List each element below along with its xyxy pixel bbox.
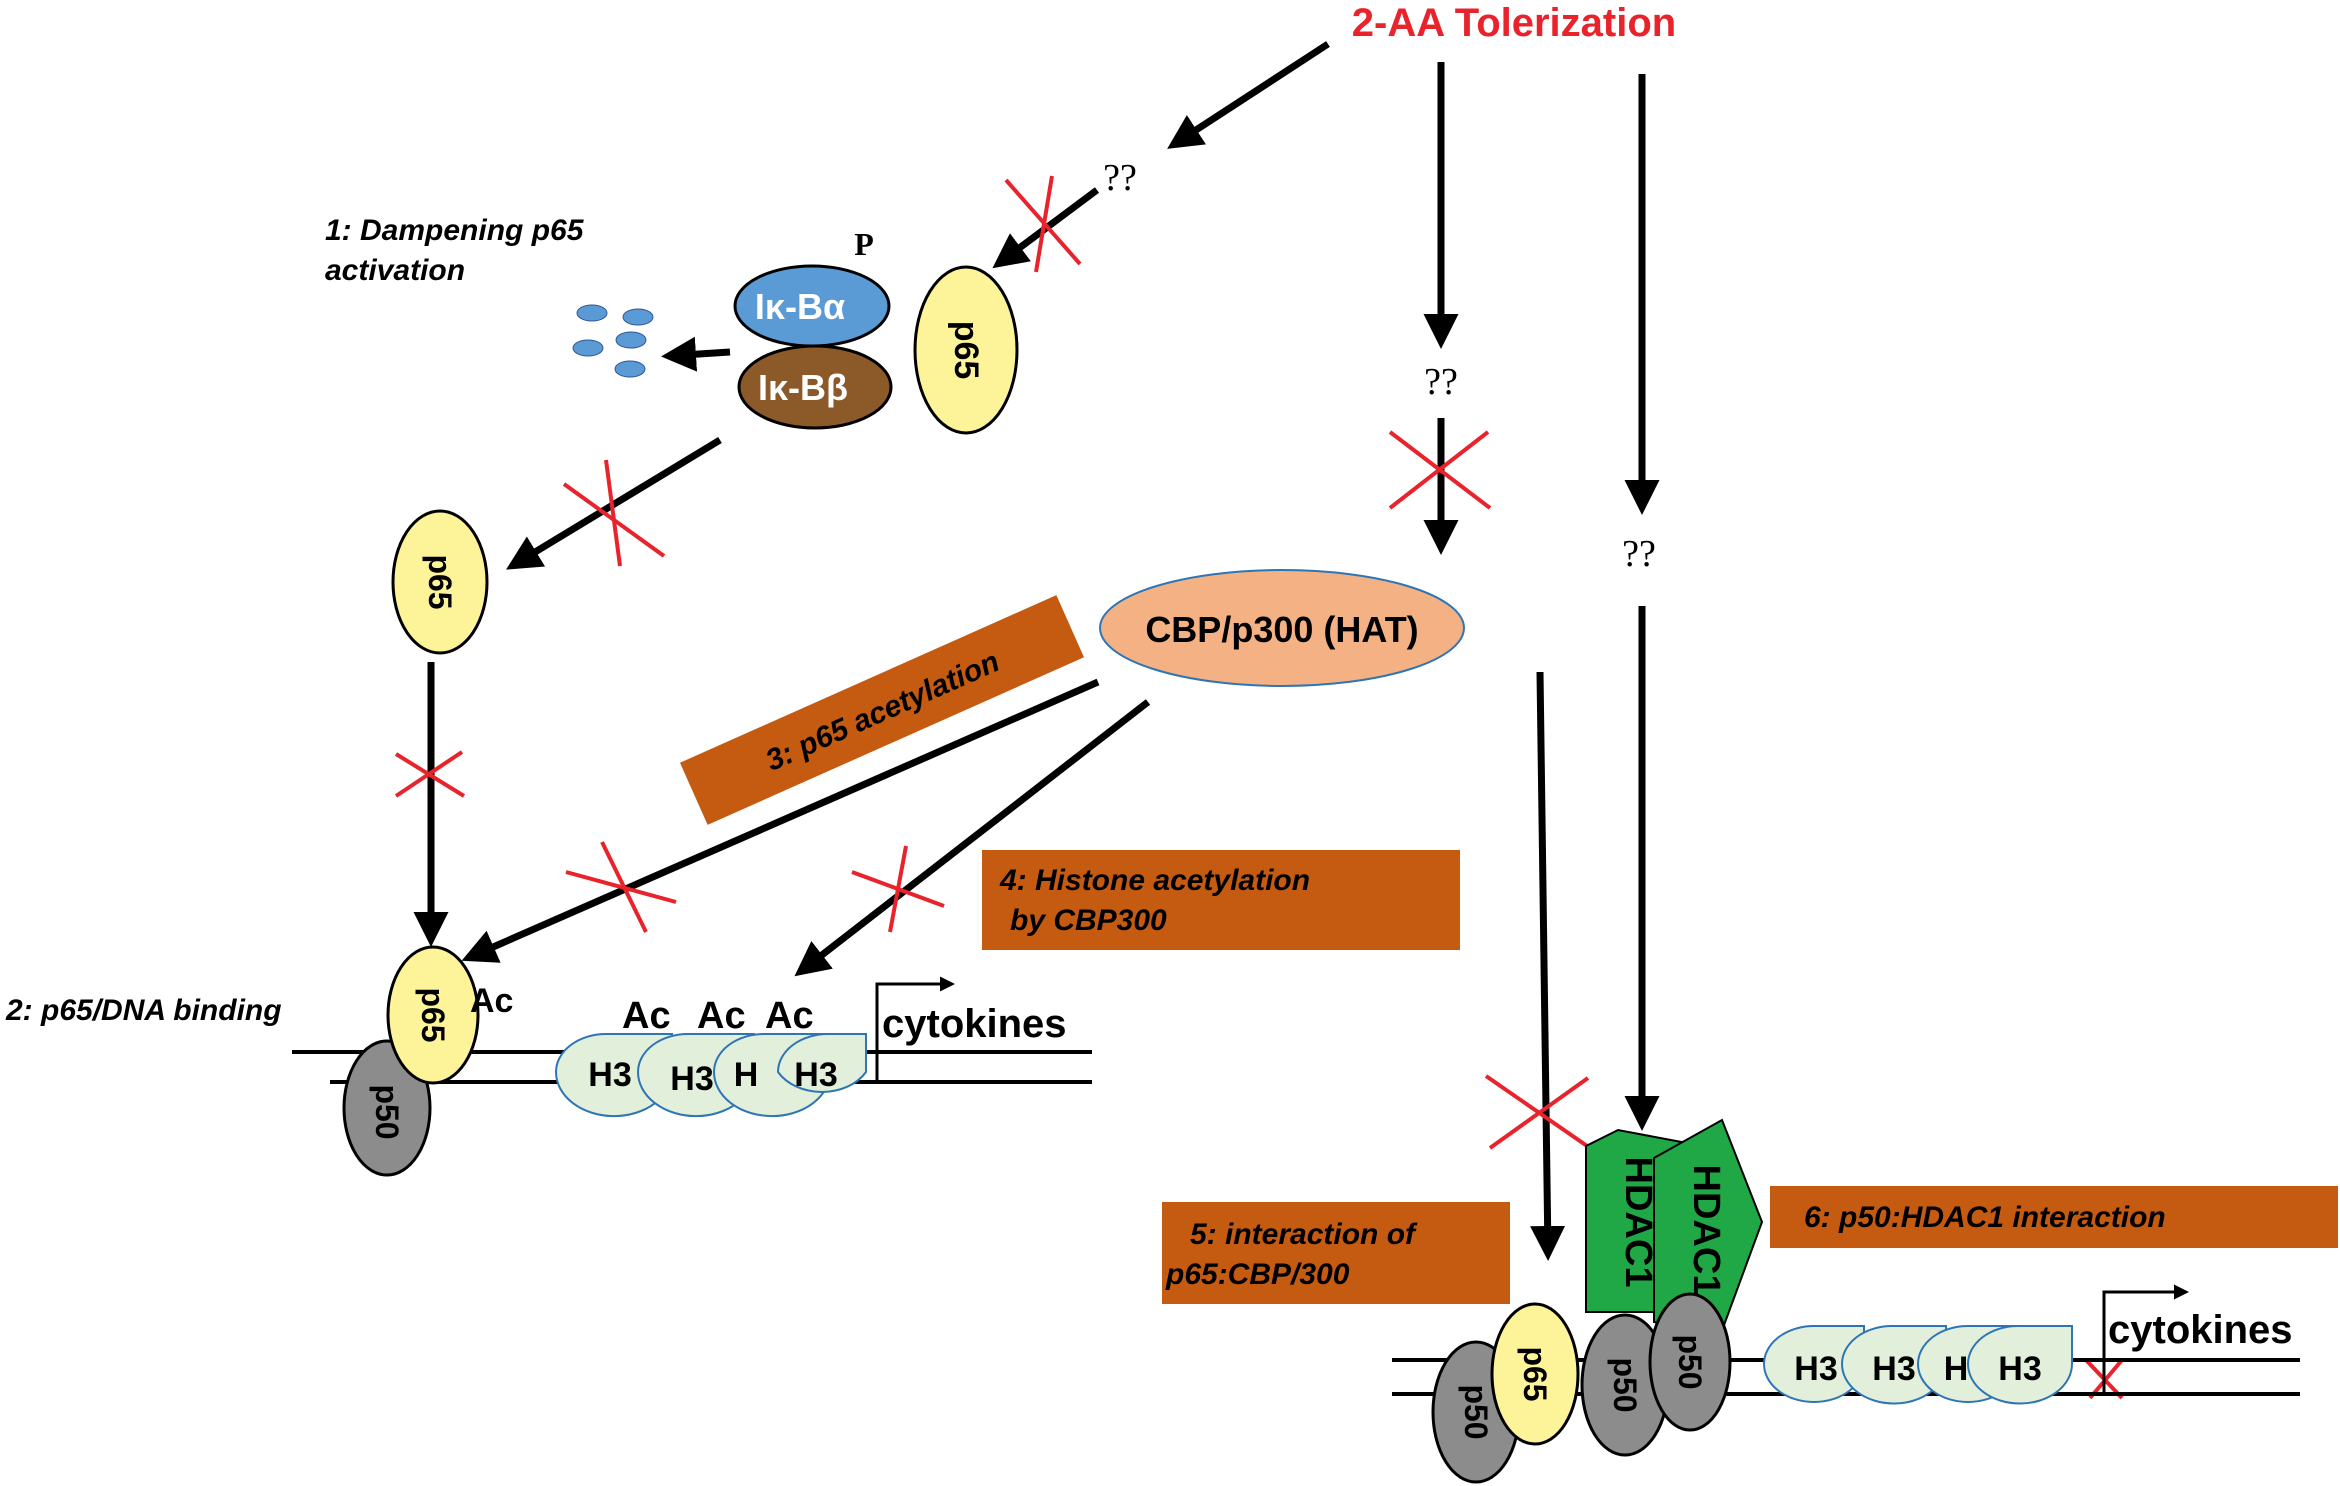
svg-text:p50: p50 — [369, 1084, 405, 1139]
svg-text:p65: p65 — [1517, 1346, 1553, 1401]
svg-text:H3: H3 — [670, 1060, 713, 1098]
p65-complex-label: p65 — [947, 321, 985, 380]
arrow-hat-to-p65-acetyl — [461, 678, 1100, 963]
right-transcription-complex: p50 p65 p50 p50 — [1431, 1292, 1732, 1484]
step6-label-box: 6: p50:HDAC1 interaction — [1770, 1186, 2338, 1248]
inhibit-x-2 — [1388, 430, 1492, 510]
unknown-mark-2: ?? — [1424, 361, 1458, 403]
acetyl-p65-left: Ac — [470, 982, 513, 1020]
inhibit-x-1 — [1004, 175, 1082, 273]
cytokines-right: cytokines — [2108, 1308, 2293, 1352]
svg-text:H3: H3 — [794, 1056, 837, 1094]
inhibit-x-7 — [1484, 1074, 1592, 1150]
left-p50-p65: p50 p65 Ac — [342, 945, 513, 1177]
inhibit-x-4 — [394, 750, 466, 798]
svg-text:5: interaction of: 5: interaction of — [1190, 1218, 1418, 1251]
svg-text:p50: p50 — [1607, 1357, 1643, 1412]
right-histones: H3 H3 H H3 — [1762, 1325, 2073, 1405]
svg-text:6: p50:HDAC1 interaction: 6: p50:HDAC1 interaction — [1804, 1201, 2166, 1234]
svg-text:H3: H3 — [1998, 1350, 2041, 1388]
inhibit-x-6 — [851, 845, 945, 933]
arrows — [413, 41, 1660, 1261]
arrow-complex-to-p65 — [506, 437, 722, 570]
hdac1-pair: HDAC1 HDAC1 — [1585, 1118, 1764, 1338]
arrow-complex-to-degradation — [661, 336, 731, 372]
svg-text:p65: p65 — [422, 554, 458, 609]
p65-complex — [913, 265, 1019, 435]
svg-text:CBP/p300 (HAT): CBP/p300 (HAT) — [1145, 609, 1418, 650]
svg-text:p50: p50 — [1458, 1384, 1494, 1439]
svg-text:p50: p50 — [1672, 1334, 1708, 1389]
phospho-mark-complex: P — [854, 226, 874, 262]
ikb-alpha — [733, 264, 891, 348]
ikb-p65-complex: P Iκ-Bβ Iκ-Bα p65 — [733, 226, 1019, 435]
svg-text:p65: p65 — [415, 987, 451, 1042]
free-p65: P p65 — [391, 509, 489, 655]
svg-text:H: H — [1944, 1350, 1969, 1388]
svg-text:H3: H3 — [1794, 1350, 1837, 1388]
svg-text:HDAC1: HDAC1 — [1685, 1165, 1727, 1296]
step1-label-line2: activation — [325, 254, 465, 287]
svg-text:Ac: Ac — [765, 995, 814, 1037]
unknown-mark-1: ?? — [1103, 157, 1137, 199]
degradation-fragments — [572, 304, 654, 378]
ikb-alpha-label: Iκ-Bα — [755, 286, 845, 327]
inhibit-x-5 — [565, 841, 677, 933]
svg-text:HDAC1: HDAC1 — [1617, 1157, 1659, 1288]
svg-text:H3: H3 — [588, 1056, 631, 1094]
svg-text:by CBP300: by CBP300 — [1010, 904, 1167, 937]
step2-label: 2: p65/DNA binding — [5, 994, 282, 1027]
diagram-title: 2-AA Tolerization — [1352, 1, 1676, 45]
ikb-beta-label: Iκ-Bβ — [758, 367, 848, 408]
svg-text:Ac: Ac — [622, 995, 671, 1037]
arrow-hat-to-histones — [794, 699, 1151, 977]
unknown-mark-3: ?? — [1622, 533, 1656, 575]
step3-label-box: 3: p65 acetylation — [679, 595, 1085, 825]
arrow-hat-to-bottom-complex — [1530, 671, 1566, 1261]
svg-text:p65:CBP/300: p65:CBP/300 — [1165, 1258, 1350, 1291]
svg-text:H: H — [734, 1056, 759, 1094]
cbp-p300-hat: CBP/p300 (HAT) — [1099, 569, 1465, 687]
step4-label-box: 4: Histone acetylation by CBP300 — [982, 850, 1460, 950]
left-histones: Ac Ac Ac H3 H3 H H3 — [554, 995, 867, 1118]
cytokines-left: cytokines — [882, 1002, 1067, 1046]
step5-label-box: 5: interaction of p65:CBP/300 — [1162, 1202, 1510, 1304]
arrow-title-to-unknown1 — [1167, 41, 1330, 149]
inhibition-marks — [394, 175, 2124, 1400]
svg-text:Ac: Ac — [697, 995, 746, 1037]
inhibit-x-3 — [562, 459, 666, 567]
svg-text:H3: H3 — [1872, 1350, 1915, 1388]
step1-label-line1: 1: Dampening p65 — [325, 214, 585, 247]
svg-text:4: Histone acetylation: 4: Histone acetylation — [999, 864, 1310, 897]
